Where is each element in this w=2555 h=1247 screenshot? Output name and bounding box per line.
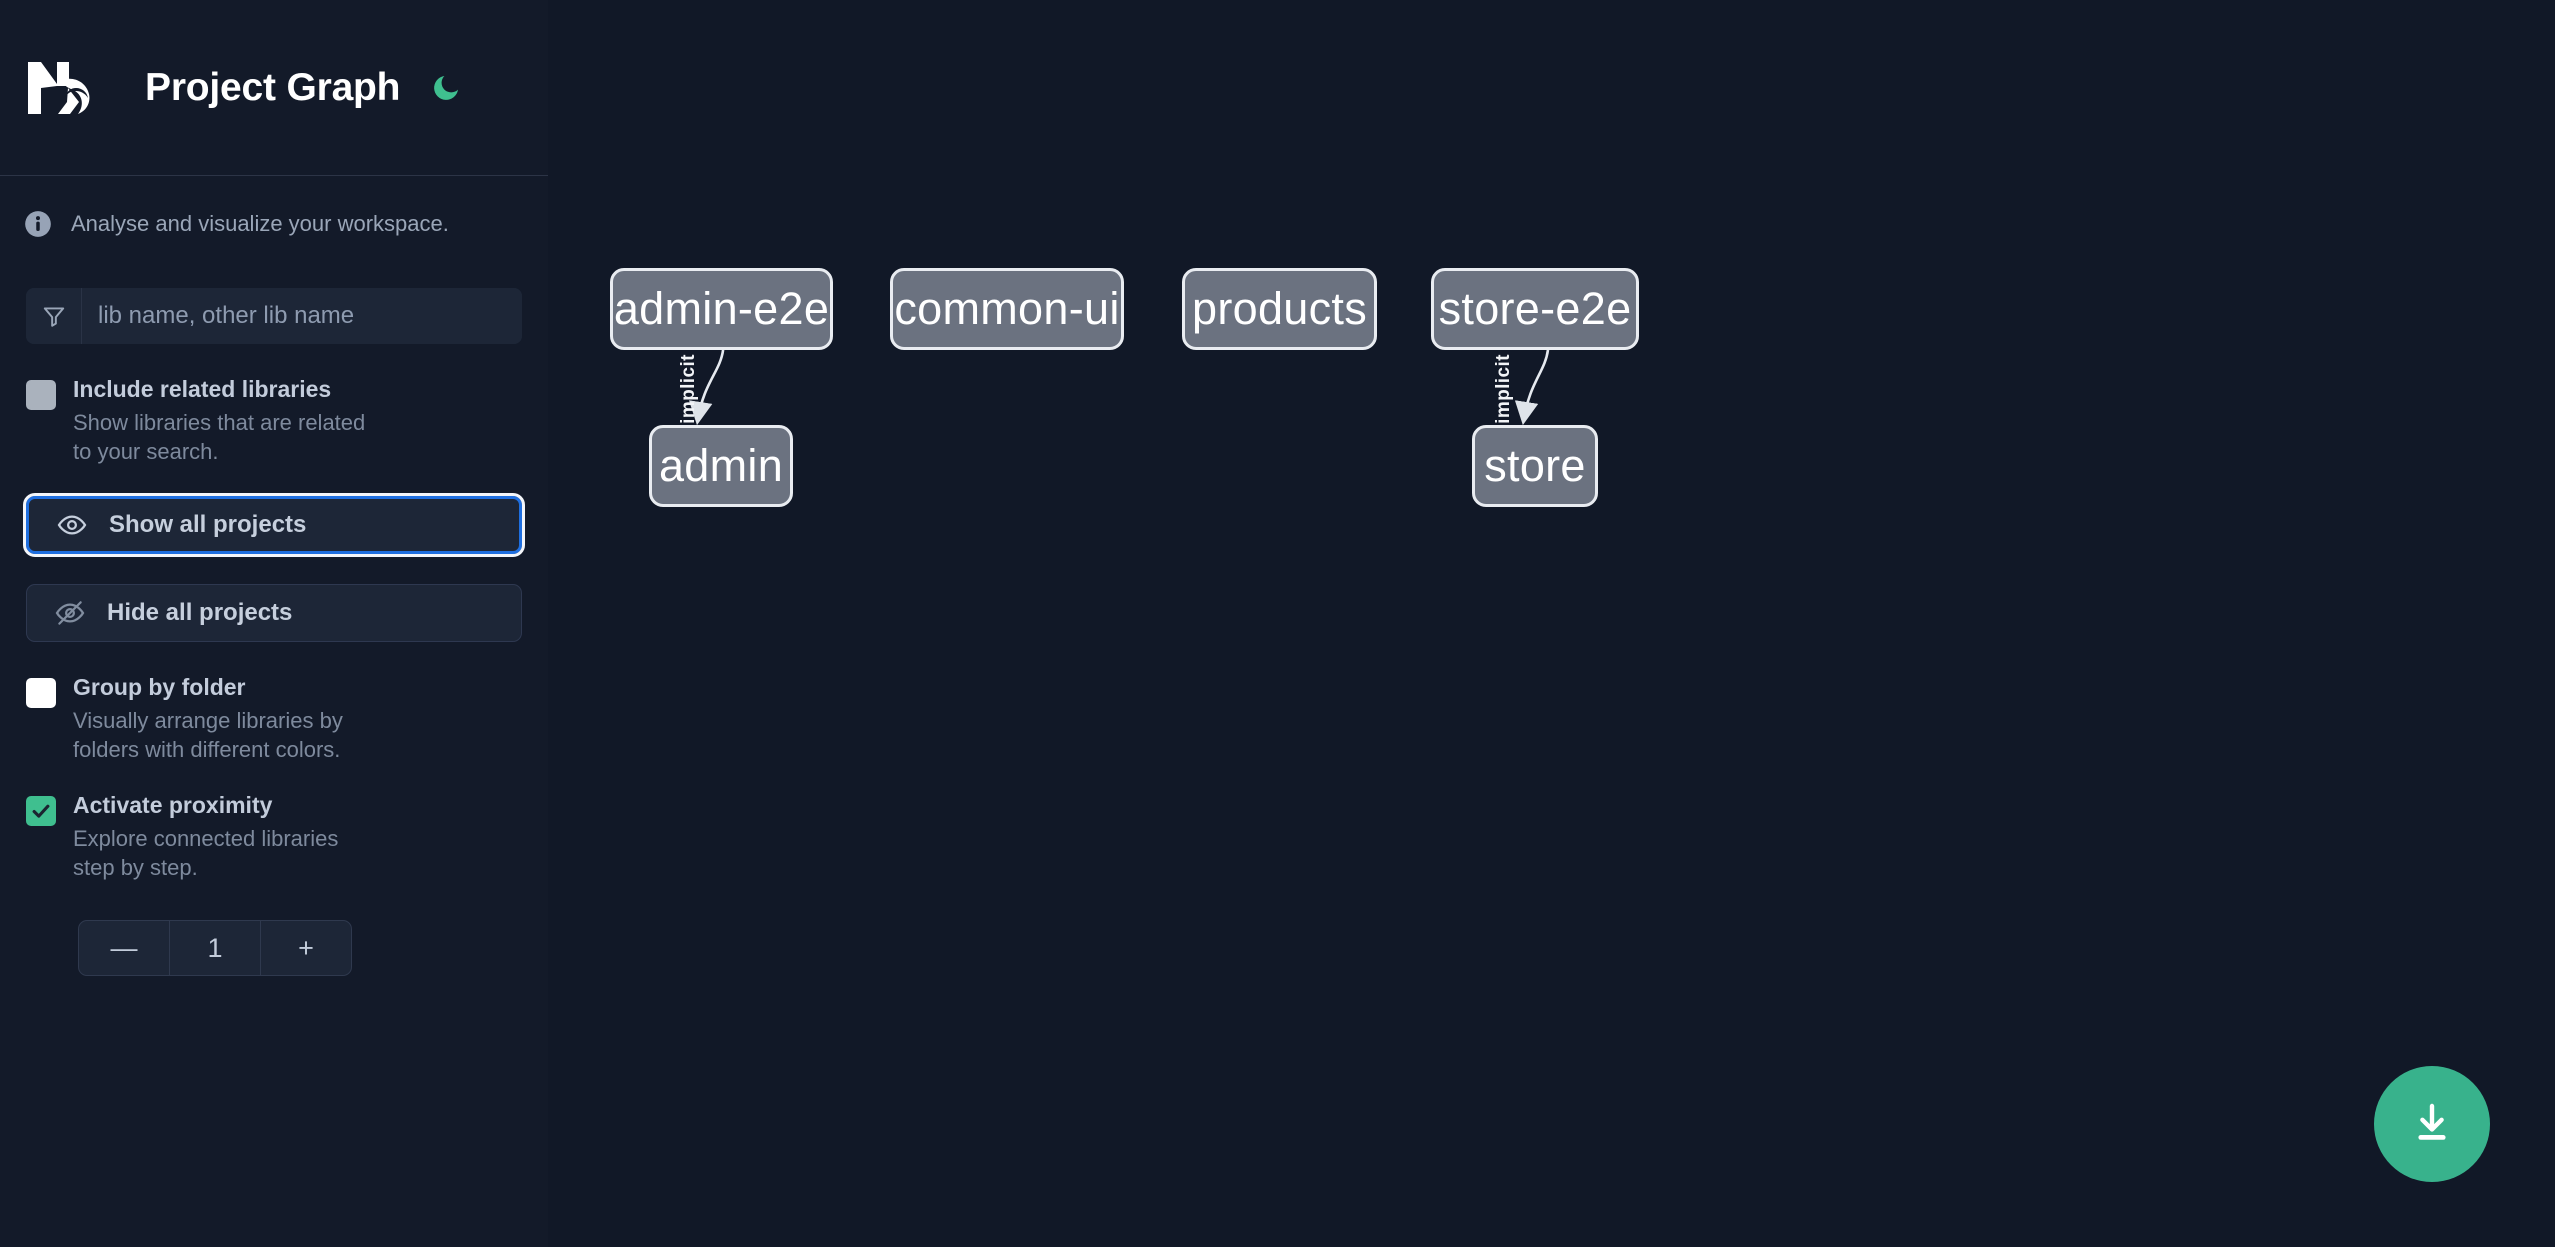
activate-proximity-checkbox[interactable] [26,796,56,826]
graph-node-store-e2e[interactable]: store-e2e [1431,268,1639,350]
search-input[interactable] [82,288,522,344]
search-field[interactable] [26,288,522,344]
hide-all-projects-label: Hide all projects [107,599,293,626]
graph-node-store[interactable]: store [1472,425,1598,507]
edge-store-e2e-to-store [1514,349,1550,426]
graph-node-common-ui[interactable]: common-ui [890,268,1124,350]
filter-funnel-icon [26,288,82,344]
graph-node-admin-e2e[interactable]: admin-e2e [610,268,833,350]
download-graph-button[interactable] [2374,1066,2490,1182]
proximity-increment-button[interactable]: + [260,921,351,975]
graph-node-admin[interactable]: admin [649,425,793,507]
option-description: Show libraries that are related to your … [73,410,366,464]
sidebar: Project Graph Analyse and visualize your… [0,0,572,1247]
option-label: Group by folder [73,674,246,700]
sidebar-header: Project Graph [0,0,548,176]
info-text: Analyse and visualize your workspace. [71,211,449,236]
option-label: Include related libraries [73,376,332,402]
graph-edges [688,349,1550,426]
download-icon [2408,1099,2456,1150]
eye-icon [57,510,93,540]
show-all-projects-label: Show all projects [109,511,307,538]
hide-all-projects-button[interactable]: Hide all projects [26,584,522,642]
show-all-projects-button[interactable]: Show all projects [23,493,525,557]
sidebar-body: Include related libraries Show libraries… [0,288,548,976]
option-description: Visually arrange libraries by folders wi… [73,708,343,762]
group-by-folder-checkbox[interactable] [26,678,56,708]
option-label: Activate proximity [73,792,273,818]
eye-off-icon [55,598,91,628]
nx-logo-icon [24,58,116,118]
option-include-related-libraries[interactable]: Include related libraries Show libraries… [26,374,522,466]
workspace-info: Analyse and visualize your workspace. [0,176,548,238]
proximity-stepper[interactable]: — 1 + [78,920,352,976]
edge-label-implicit: implicit [677,354,699,424]
info-circle-icon [24,210,52,238]
option-group-by-folder[interactable]: Group by folder Visually arrange librari… [26,672,522,764]
include-related-libraries-checkbox[interactable] [26,380,56,410]
proximity-value: 1 [207,932,223,963]
proximity-decrement-button[interactable]: — [79,921,170,975]
graph-canvas[interactable]: admin-e2e common-ui products store-e2e a… [548,0,2555,1247]
edge-admin-e2e-to-admin [688,349,725,426]
edge-label-implicit: implicit [1492,354,1514,424]
option-description: Explore connected libraries step by step… [73,826,339,880]
app-title: Project Graph [145,65,401,109]
moon-icon[interactable] [426,68,466,108]
option-activate-proximity[interactable]: Activate proximity Explore connected lib… [26,790,522,882]
graph-node-products[interactable]: products [1182,268,1377,350]
